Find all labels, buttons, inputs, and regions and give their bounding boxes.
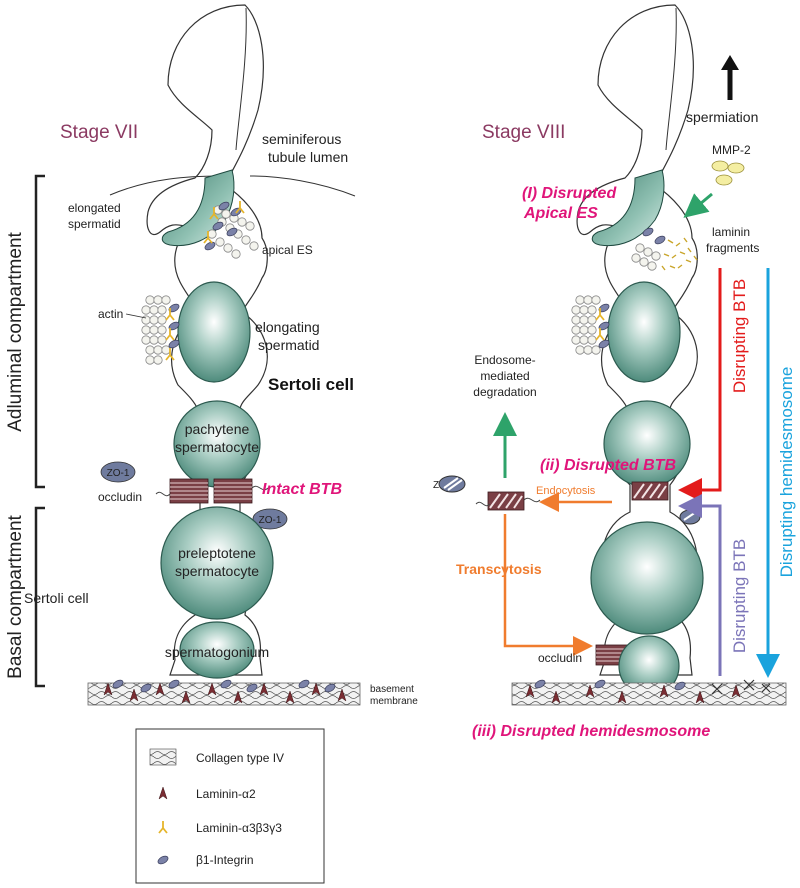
endosome-label-line1: Endosome- xyxy=(474,353,535,367)
pachytene-label-line2: spermatocyte xyxy=(175,439,259,455)
endosome-label-line3: degradation xyxy=(473,385,536,399)
spermiation-label: spermiation xyxy=(686,109,758,125)
collagen-swatch xyxy=(149,748,177,766)
sertoli-bold-label: Sertoli cell xyxy=(268,375,354,394)
intact-btb-label: Intact BTB xyxy=(262,481,342,498)
legend-integrin-label: β1-Integrin xyxy=(196,853,254,867)
zo1-label-top-left: ZO-1 xyxy=(107,468,130,479)
laminin-fragments-line2: fragments xyxy=(706,241,759,255)
zo1-partial-label: Z xyxy=(433,480,439,491)
mmp2-ellipses xyxy=(711,160,745,186)
adluminal-label: Adluminal compartment xyxy=(5,231,26,431)
v-disrupting-btb-red-label: Disrupting BTB xyxy=(730,279,749,393)
zo1-label-bottom-left: ZO-1 xyxy=(259,515,282,526)
elongating-spermatid-right xyxy=(607,281,681,383)
basement-label-line1: basement xyxy=(370,684,414,695)
preleptotene-label-line2: spermatocyte xyxy=(175,563,259,579)
sertoli-cell-label: Sertoli cell xyxy=(24,590,89,606)
v-disrupting-btb-purple-label: Disrupting BTB xyxy=(730,539,749,653)
lumen-label-line1: seminiferous xyxy=(262,131,341,147)
occludin-label-right: occludin xyxy=(538,651,582,665)
elongated-spermatid-head-right xyxy=(591,169,665,247)
laminin-fragments-line1: laminin xyxy=(712,225,750,239)
basal-bracket xyxy=(34,506,45,688)
endosome-label-line2: mediated xyxy=(480,369,529,383)
disrupted-apical-line1: (I) Disrupted xyxy=(522,185,617,202)
disrupted-hemidesmosome-proteins xyxy=(525,678,771,704)
lumen-label-line2: tubule lumen xyxy=(268,149,348,165)
elongating-actin-right xyxy=(571,295,611,355)
basal-label: Basal compartment xyxy=(5,514,26,678)
actin-leader xyxy=(125,313,147,319)
v-disrupting-hemi-label: Disrupting hemidesmosome xyxy=(777,367,796,578)
disrupted-junction-right xyxy=(438,475,701,666)
elongating-spermatid-left xyxy=(177,281,251,383)
spermiation-arrowhead xyxy=(721,55,739,70)
zo1-badge-bottom-left xyxy=(252,508,288,530)
pachytene-label-line1: pachytene xyxy=(185,421,250,437)
legend-laminin-a3b3g3-label: Laminin-α3β3γ3 xyxy=(196,821,282,835)
elongated-label-line1: elongated xyxy=(68,201,121,215)
flagellum-left xyxy=(235,7,247,151)
pachytene-spermatocyte-right xyxy=(603,400,691,488)
flagellum-right xyxy=(665,7,677,151)
apical-es-label: apical ES xyxy=(262,243,313,257)
preleptotene-spermatocyte-left xyxy=(160,506,274,620)
zo1-badge-top-left xyxy=(100,461,136,483)
stage-vii-title: Stage VII xyxy=(60,122,138,143)
disrupted-apical-line2: Apical ES xyxy=(523,205,598,222)
red-disrupting-arrow xyxy=(678,268,722,502)
legend-collagen-label: Collagen type IV xyxy=(196,751,284,765)
basement-label-line2: membrane xyxy=(370,696,418,707)
legend: Collagen type IV Laminin-α2 Laminin-α3β3… xyxy=(135,728,325,884)
preleptotene-label-line1: preleptotene xyxy=(178,545,256,561)
transcytosis-label: Transcytosis xyxy=(456,561,542,577)
left-panel: ZO-1 ZO-1 occludin Intact BTB Stage VII … xyxy=(5,4,418,707)
tight-junction-left xyxy=(155,478,269,504)
legend-laminin-a2-label: Laminin-α2 xyxy=(196,787,256,801)
spermatogonium-left xyxy=(179,621,255,679)
spermatogonium-label: spermatogonium xyxy=(165,644,269,660)
elongating-label-line1: elongating xyxy=(255,319,320,335)
mmp2-label: MMP-2 xyxy=(712,143,751,157)
stage-viii-title: Stage VIII xyxy=(482,122,565,143)
disrupted-btb-label: (ii) Disrupted BTB xyxy=(540,457,676,474)
elongated-label-line2: spermatid xyxy=(68,217,121,231)
actin-label: actin xyxy=(98,307,123,321)
purple-disrupting-arrow xyxy=(678,494,722,676)
right-panel: Stage VIII spermiation MMP-2 (I) Disrupt… xyxy=(433,4,796,740)
preleptotene-spermatocyte-right xyxy=(590,521,704,635)
elongating-label-line2: spermatid xyxy=(258,337,319,353)
occludin-label-left: occludin xyxy=(98,490,142,504)
mmp2-arrow xyxy=(683,192,713,218)
disrupted-hemidesmosome-label: (iii) Disrupted hemidesmosome xyxy=(472,723,710,740)
transcytosis-arrow xyxy=(503,514,593,656)
endocytosis-label: Endocytosis xyxy=(536,485,596,497)
laminin-fragments xyxy=(661,237,698,271)
adluminal-bracket xyxy=(34,174,45,489)
